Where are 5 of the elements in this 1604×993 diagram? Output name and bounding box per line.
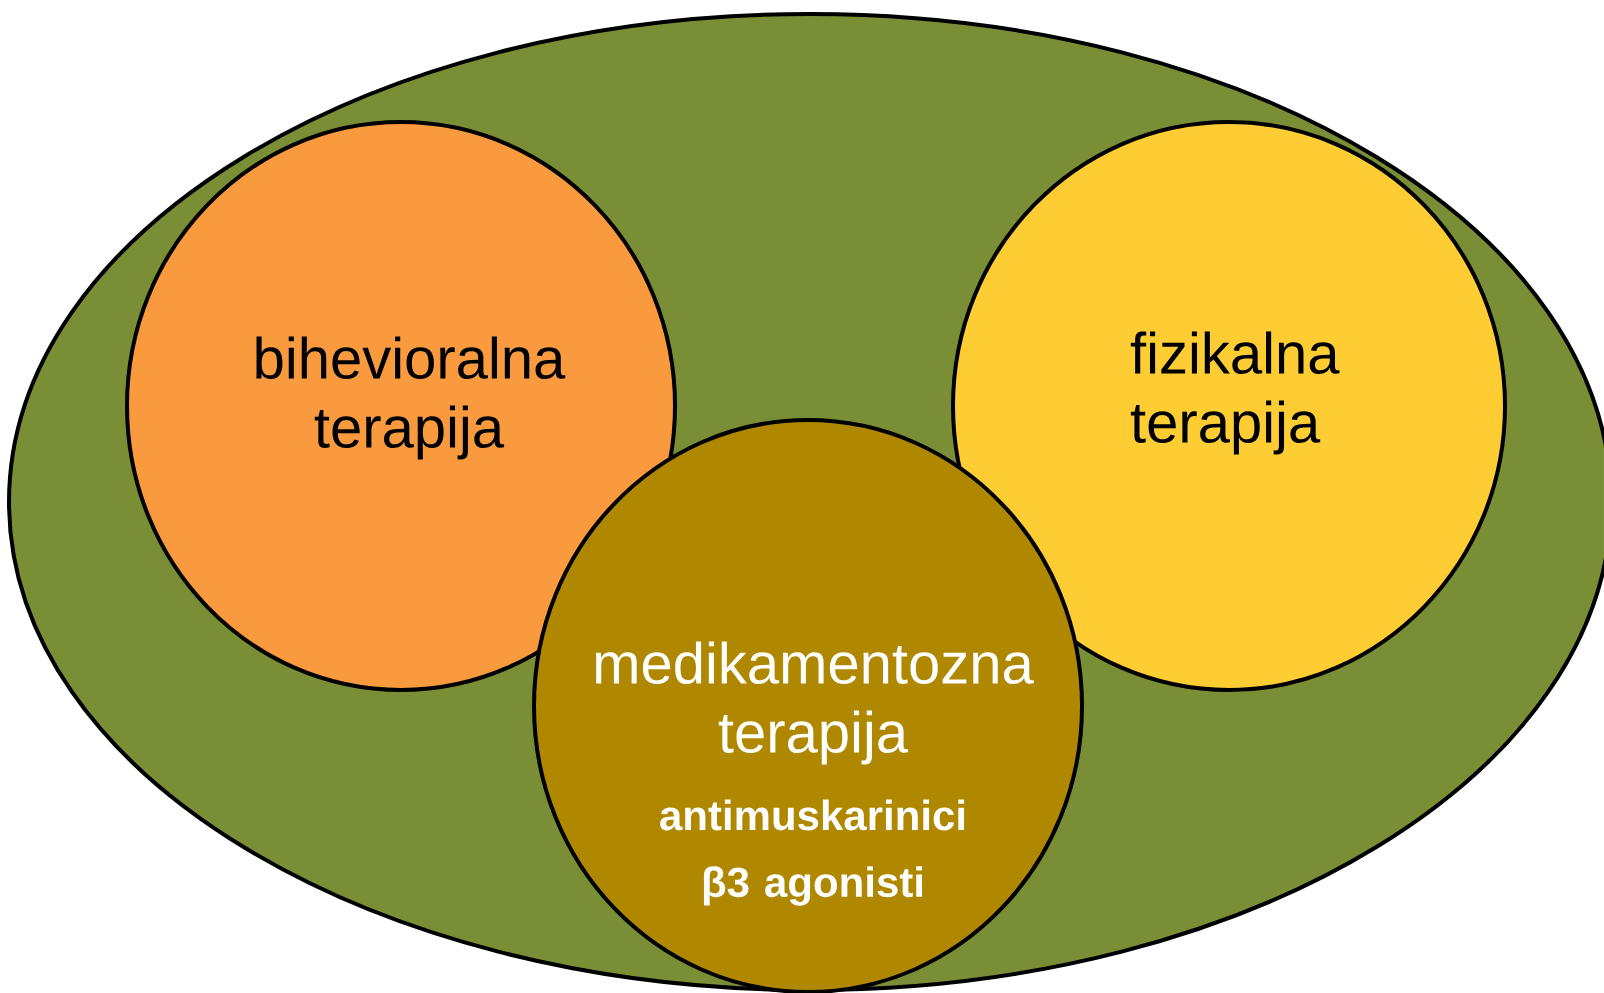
therapy-label: bihevioralna terapija <box>256 336 566 460</box>
therapy-label: antimuskarinici <box>660 799 965 831</box>
therapy-label: fizikalna terapija <box>1130 331 1340 455</box>
therapy-label: β3 agonisti <box>703 866 922 906</box>
therapy-label: medikamentozna terapija <box>596 641 1034 765</box>
